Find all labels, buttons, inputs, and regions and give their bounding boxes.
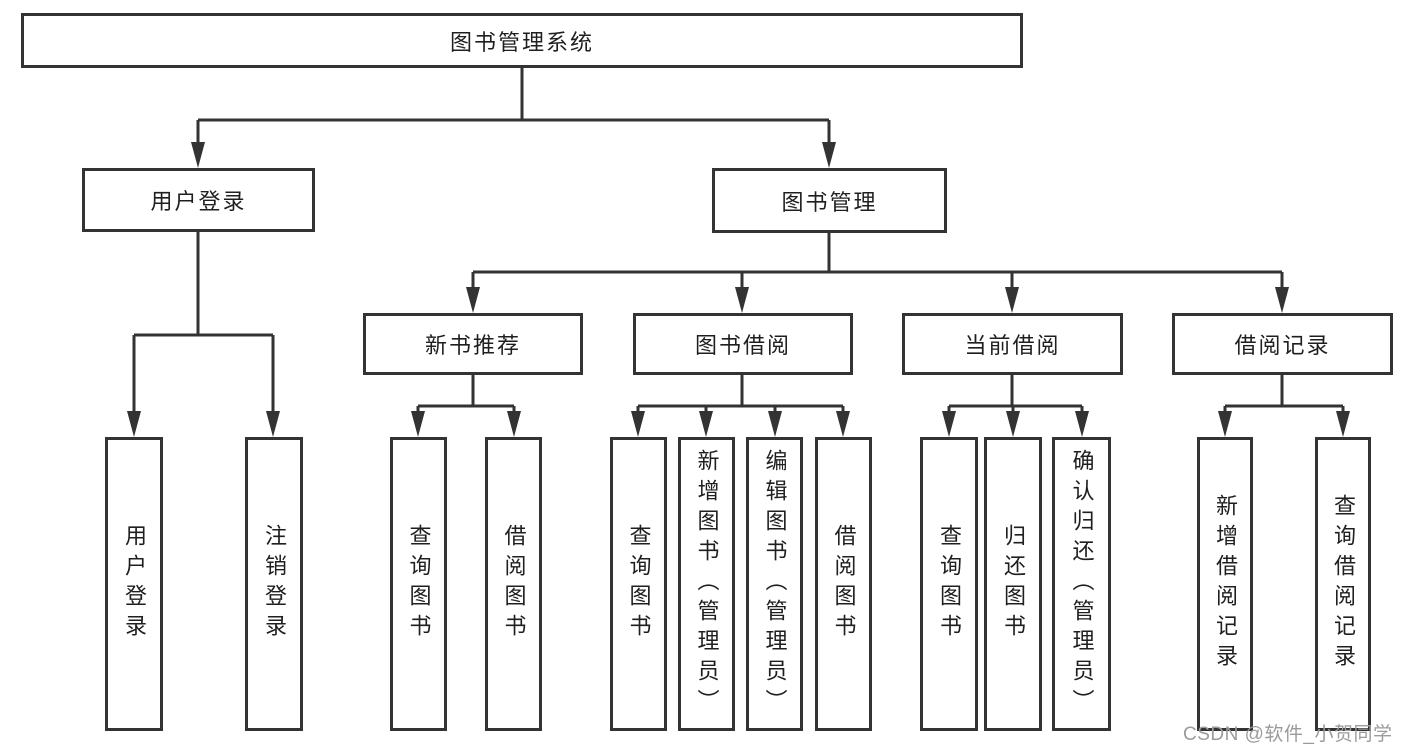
edge-book-borrowing-to-leaves	[631, 375, 850, 437]
csdn-watermark: CSDN @软件_小贺同学	[1183, 724, 1393, 745]
node-current-borrowing-label: 当前借阅	[964, 333, 1061, 358]
leaf-user-login-label: 用户登录	[122, 524, 147, 644]
leaf-br-add-record-label: 新增借阅记录	[1213, 494, 1238, 674]
leaf-cb-return-books: 归还图书	[984, 437, 1042, 731]
leaf-cb-query-books-label: 查询图书	[937, 524, 962, 644]
leaf-bb-edit-books-admin: 编辑图书（管理员）	[746, 437, 803, 731]
leaf-bb-add-books-admin-label: 新增图书（管理员）	[694, 449, 720, 719]
node-book-management: 图书管理	[712, 168, 947, 233]
leaf-bb-borrow-books: 借阅图书	[815, 437, 872, 731]
leaf-cb-return-books-label: 归还图书	[1001, 524, 1026, 644]
leaf-cb-query-books: 查询图书	[920, 437, 978, 731]
node-user-login: 用户登录	[82, 168, 315, 232]
leaf-br-query-record-label: 查询借阅记录	[1331, 494, 1356, 674]
leaf-nb-borrow-books: 借阅图书	[485, 437, 542, 731]
leaf-bb-query-books: 查询图书	[610, 437, 667, 731]
leaf-cb-confirm-return-admin: 确认归还（管理员）	[1052, 437, 1111, 731]
edge-book-management-to-level3	[466, 233, 1289, 313]
edge-user-login-to-leaves	[127, 232, 280, 437]
leaf-cb-confirm-return-admin-label: 确认归还（管理员）	[1069, 449, 1095, 719]
node-root-label: 图书管理系统	[449, 29, 594, 55]
edge-borrowing-records-to-leaves	[1218, 375, 1350, 437]
node-new-book-recommend-label: 新书推荐	[424, 333, 521, 358]
leaf-nb-query-books-label: 查询图书	[406, 524, 432, 644]
leaf-bb-add-books-admin: 新增图书（管理员）	[678, 437, 735, 731]
node-book-borrowing: 图书借阅	[633, 313, 853, 375]
leaf-bb-query-books-label: 查询图书	[626, 524, 652, 644]
node-user-login-label: 用户登录	[150, 189, 247, 214]
leaf-br-query-record: 查询借阅记录	[1315, 437, 1371, 731]
leaf-nb-borrow-books-label: 借阅图书	[501, 524, 527, 644]
edge-new-book-recommend-to-leaves	[411, 375, 521, 437]
leaf-bb-borrow-books-label: 借阅图书	[831, 524, 857, 644]
node-book-borrowing-label: 图书借阅	[694, 333, 791, 358]
leaf-bb-edit-books-admin-label: 编辑图书（管理员）	[762, 449, 788, 719]
node-book-management-label: 图书管理	[781, 189, 878, 215]
node-borrowing-records-label: 借阅记录	[1234, 333, 1331, 358]
leaf-logout-login-label: 注销登录	[262, 524, 287, 644]
node-borrowing-records: 借阅记录	[1172, 313, 1393, 375]
node-root: 图书管理系统	[21, 13, 1023, 68]
leaf-br-add-record: 新增借阅记录	[1197, 437, 1253, 731]
edge-current-borrowing-to-leaves	[942, 375, 1089, 437]
leaf-user-login: 用户登录	[105, 437, 163, 731]
leaf-nb-query-books: 查询图书	[390, 437, 447, 731]
edge-root-to-level2	[191, 68, 836, 168]
node-current-borrowing: 当前借阅	[902, 313, 1123, 375]
leaf-logout-login: 注销登录	[245, 437, 303, 731]
node-new-book-recommend: 新书推荐	[363, 313, 583, 375]
